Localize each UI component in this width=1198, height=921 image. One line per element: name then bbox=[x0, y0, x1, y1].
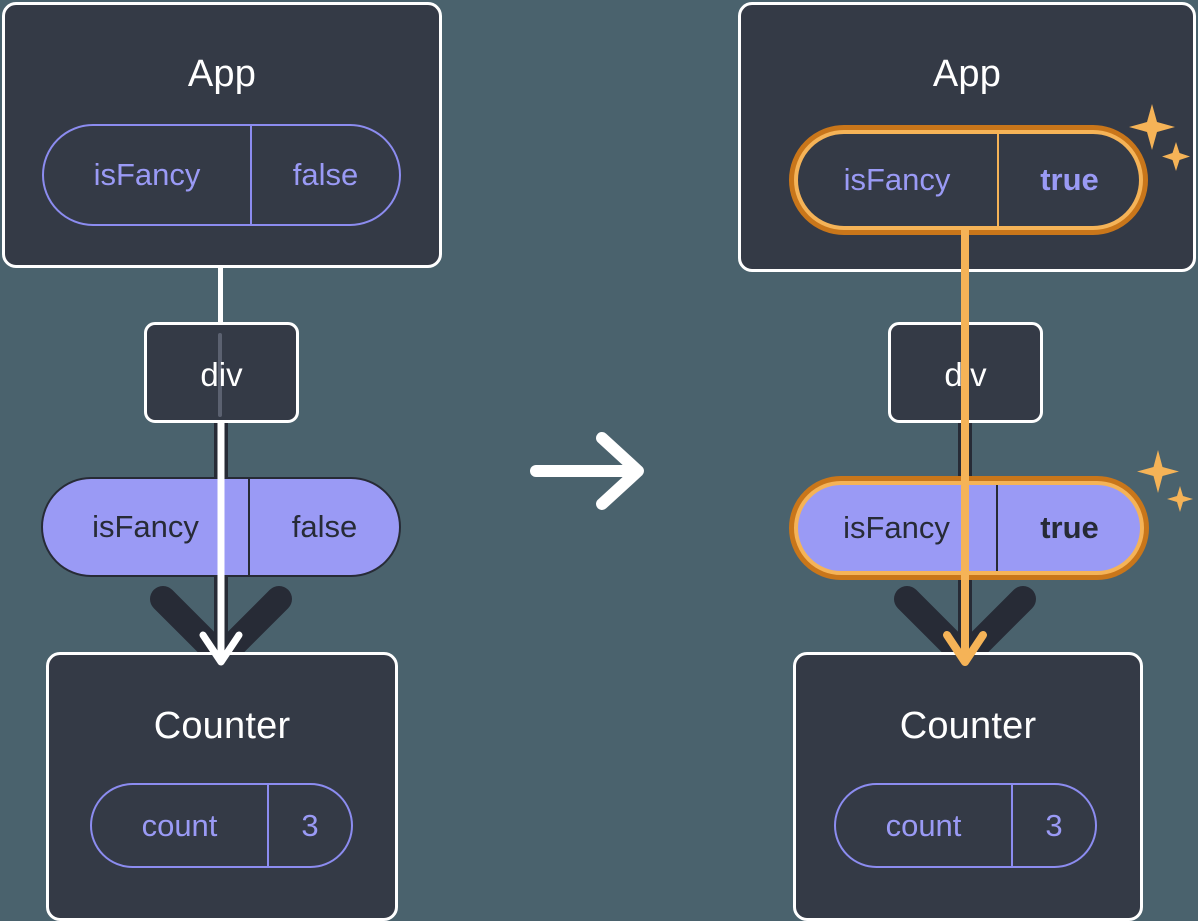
left-counter-state-divider bbox=[267, 785, 269, 866]
right-counter-panel: Counter bbox=[793, 652, 1143, 921]
right-prop-value: true bbox=[1040, 510, 1099, 545]
left-prop-value: false bbox=[291, 509, 358, 544]
right-counter-title: Counter bbox=[899, 705, 1037, 747]
left-edge-app-to-div bbox=[218, 266, 223, 326]
right-div-box: div bbox=[888, 322, 1043, 423]
left-div-label: div bbox=[200, 356, 243, 393]
left-app-state-value: false bbox=[292, 157, 359, 192]
left-div-inner-line bbox=[218, 333, 222, 417]
right-app-state-pill[interactable]: isFancy true bbox=[795, 131, 1142, 229]
left-counter-state-value: 3 bbox=[301, 807, 319, 843]
left-div-box: div bbox=[144, 322, 299, 423]
left-app-state-pill[interactable]: isFancy false bbox=[42, 124, 401, 226]
left-app-state-divider bbox=[250, 126, 252, 224]
right-prop-divider bbox=[996, 484, 998, 572]
right-div-label: div bbox=[944, 356, 987, 393]
right-app-state-divider bbox=[997, 133, 999, 227]
right-app-state-key: isFancy bbox=[843, 162, 951, 197]
sparkles-icon-prop bbox=[1134, 446, 1196, 518]
right-app-title: App bbox=[932, 53, 1002, 95]
right-counter-state-key: count bbox=[885, 807, 962, 843]
right-counter-state-divider bbox=[1011, 785, 1013, 866]
right-prop-pill[interactable]: isFancy true bbox=[795, 482, 1143, 574]
left-counter-state-pill[interactable]: count 3 bbox=[90, 783, 353, 868]
right-prop-key: isFancy bbox=[843, 510, 950, 545]
right-counter-state-pill[interactable]: count 3 bbox=[834, 783, 1097, 868]
left-prop-key: isFancy bbox=[92, 509, 199, 544]
left-app-state-key: isFancy bbox=[93, 157, 201, 192]
left-prop-divider bbox=[248, 479, 250, 575]
right-counter-state-value: 3 bbox=[1045, 807, 1063, 843]
left-counter-state-key: count bbox=[141, 807, 218, 843]
right-app-state-value: true bbox=[1040, 162, 1099, 197]
left-prop-pill[interactable]: isFancy false bbox=[41, 477, 401, 577]
right-orange-connector bbox=[943, 229, 987, 666]
left-app-title: App bbox=[187, 53, 257, 95]
transition-arrow-right-icon bbox=[528, 428, 653, 514]
left-counter-title: Counter bbox=[153, 705, 291, 747]
